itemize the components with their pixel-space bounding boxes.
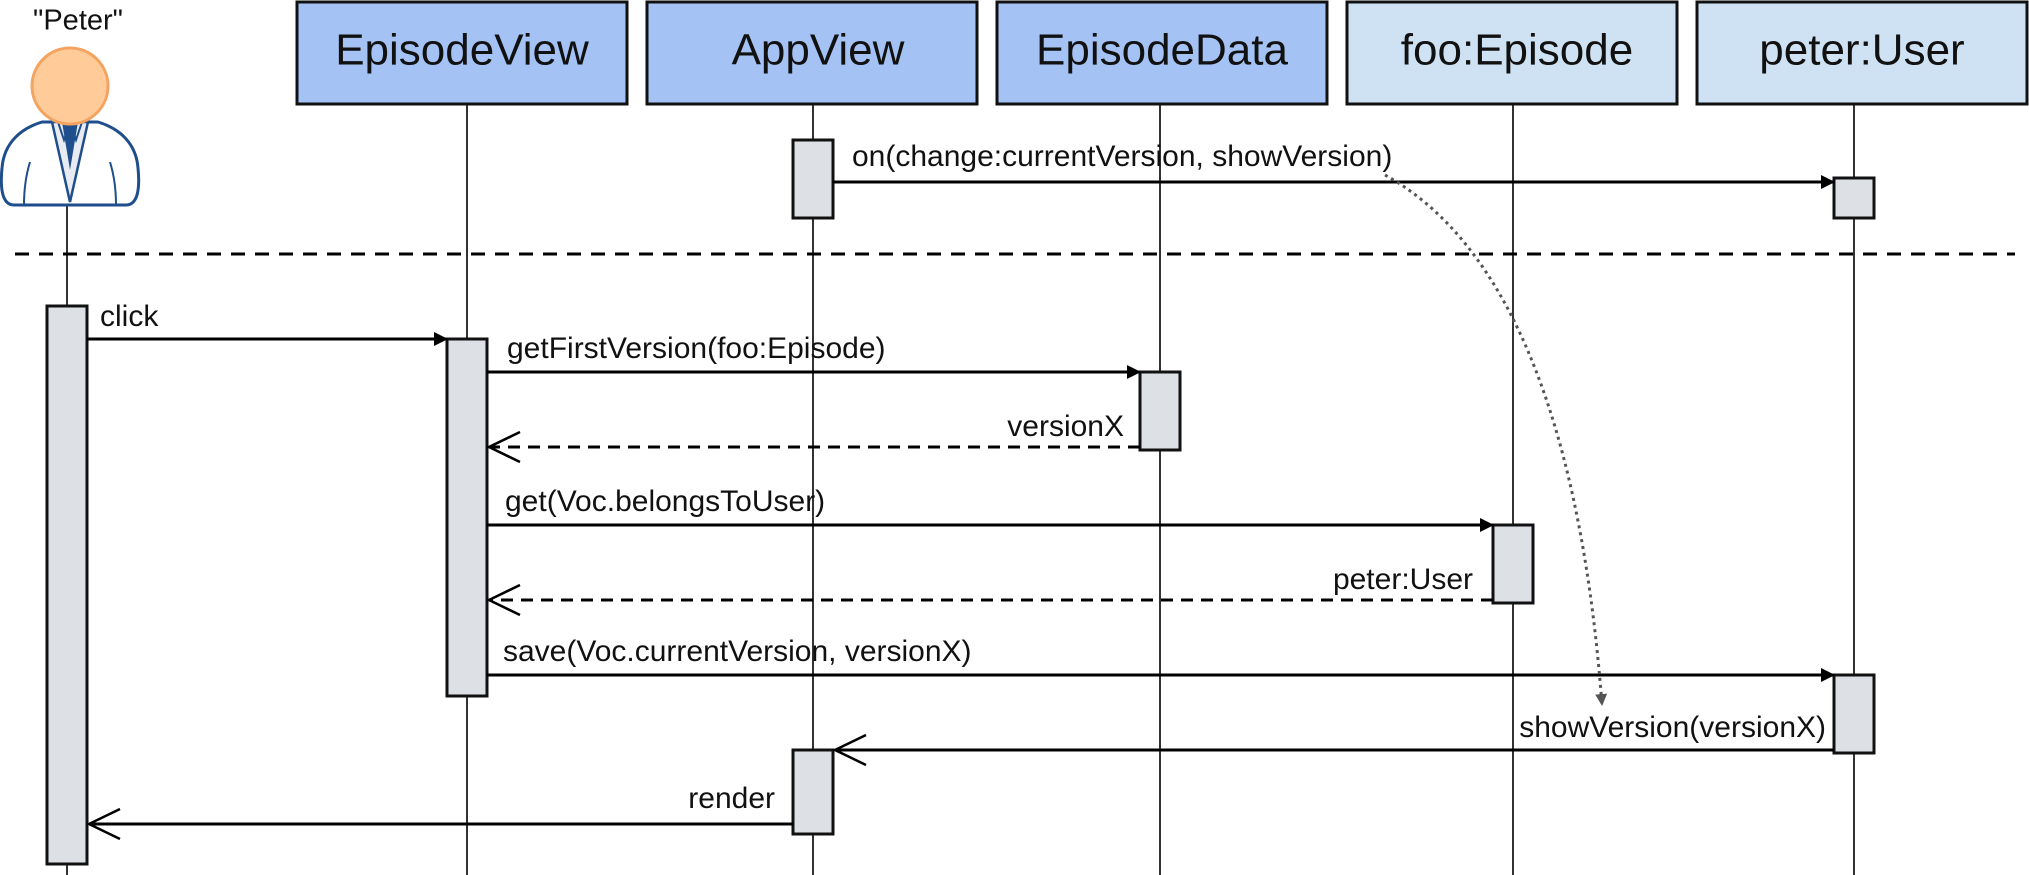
message-label: getFirstVersion(foo:Episode) [507, 332, 886, 365]
message-label: on(change:currentVersion, showVersion) [852, 140, 1392, 173]
activation-episode-data [1138, 370, 1182, 452]
activation-app-view-1 [791, 138, 835, 220]
message-save: save(Voc.currentVersion, versionX) [487, 635, 1835, 682]
actor-peter: "Peter" [0, 5, 141, 207]
lifeline-label: EpisodeView [335, 26, 589, 75]
actor-label: "Peter" [33, 5, 123, 37]
lifeline-label: foo:Episode [1401, 26, 1633, 75]
message-label: peter:User [1333, 563, 1473, 596]
message-show-version: showVersion(versionX) [832, 711, 1834, 767]
message-peter-user-return: peter:User [486, 563, 1493, 617]
user-icon [0, 46, 141, 207]
message-label: get(Voc.belongsToUser) [505, 485, 825, 518]
activation-peter-user-2 [1832, 673, 1876, 755]
message-label: click [100, 300, 159, 333]
lifeline-header-app-view: AppView [645, 0, 979, 106]
message-get-belongs-to-user: get(Voc.belongsToUser) [487, 485, 1494, 532]
lifeline-header-peter-user: peter:User [1695, 0, 2029, 106]
message-click: click [87, 300, 448, 346]
message-label: save(Voc.currentVersion, versionX) [503, 635, 972, 668]
activation-peter-user-1 [1832, 176, 1876, 220]
lifeline-label: AppView [732, 26, 905, 75]
message-on-change: on(change:currentVersion, showVersion) [833, 140, 1835, 189]
lifeline-header-episode-data: EpisodeData [995, 0, 1329, 106]
callback-connector [1384, 173, 1608, 706]
lifeline-label: peter:User [1759, 26, 1964, 75]
activation-episode-view [445, 337, 489, 698]
lifeline-header-foo-episode: foo:Episode [1345, 0, 1679, 106]
activation-actor [45, 304, 89, 866]
message-label: showVersion(versionX) [1519, 711, 1826, 744]
message-render: render [86, 782, 793, 841]
lifeline-header-episode-view: EpisodeView [295, 0, 629, 106]
activation-app-view-2 [791, 748, 835, 836]
lifeline-label: EpisodeData [1036, 26, 1288, 75]
activation-foo-episode [1491, 523, 1535, 605]
message-version-x-return: versionX [486, 410, 1140, 464]
message-label: versionX [1007, 410, 1124, 443]
message-label: render [688, 782, 775, 815]
message-get-first-version: getFirstVersion(foo:Episode) [487, 332, 1141, 379]
